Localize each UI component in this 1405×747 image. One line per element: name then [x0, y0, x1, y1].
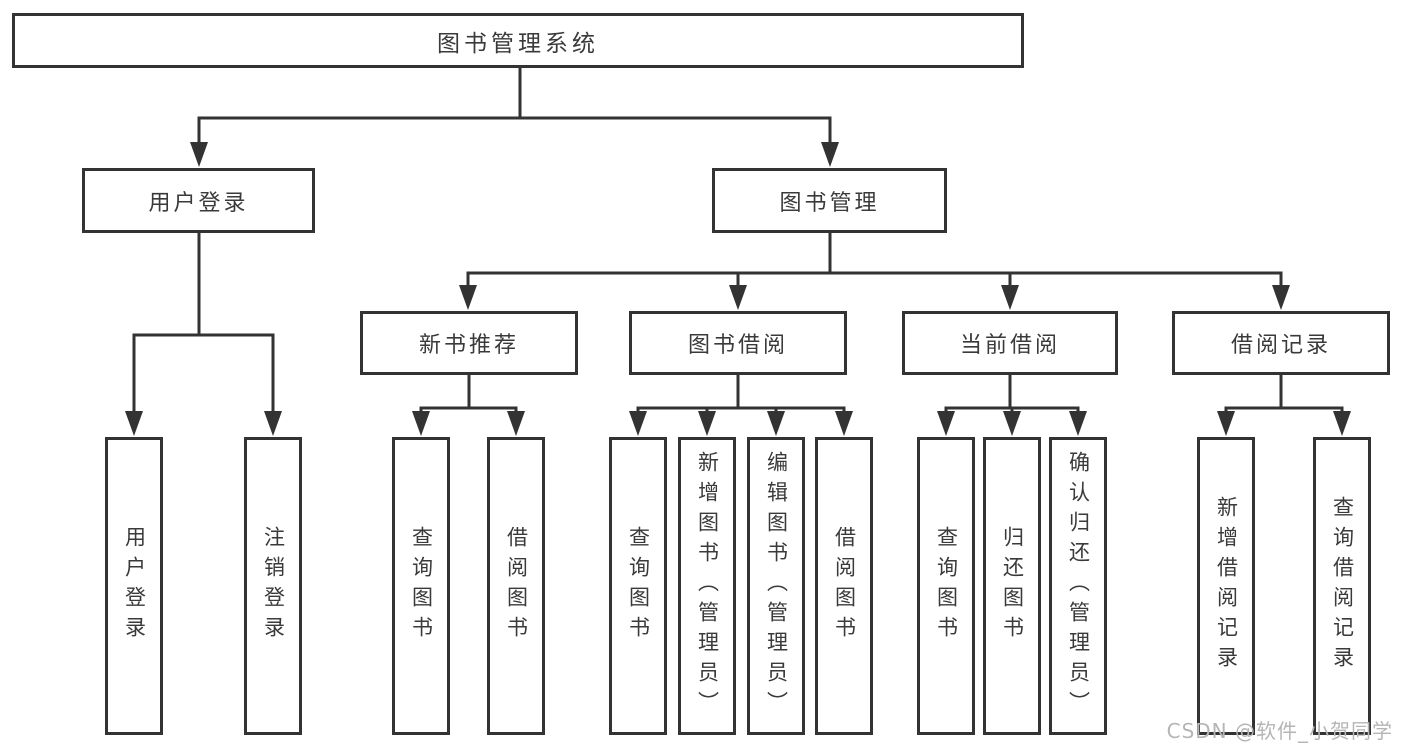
- leaf-label: 查询图书: [626, 526, 651, 646]
- arrowhead: [125, 411, 143, 436]
- connector-borrowrecords-to-leaves: [1224, 373, 1344, 415]
- leaf-label: 查询借阅记录: [1330, 496, 1355, 676]
- leaf-label: 借阅图书: [832, 526, 857, 646]
- arrowhead: [835, 411, 853, 436]
- arrowhead: [1217, 411, 1235, 436]
- arrowhead: [629, 411, 647, 436]
- node-book-borrow: 图书借阅: [629, 311, 847, 375]
- leaf-label: 借阅图书: [504, 526, 529, 646]
- arrowhead: [264, 411, 282, 436]
- leaf-query-books-1: 查询图书: [392, 437, 450, 735]
- leaf-label: 用户登录: [122, 526, 147, 646]
- node-label: 图书借阅: [687, 333, 788, 358]
- node-current-borrow: 当前借阅: [902, 311, 1118, 375]
- connector-currentborrow-to-leaves: [944, 373, 1080, 415]
- arrowhead: [698, 411, 716, 436]
- arrowhead: [1333, 411, 1351, 436]
- arrowhead: [821, 142, 839, 167]
- leaf-label: 新增图书（管理员）: [695, 451, 720, 721]
- node-label: 图书管理系统: [437, 30, 599, 57]
- arrowhead: [412, 411, 430, 436]
- leaf-query-books-2: 查询图书: [609, 437, 667, 735]
- arrowhead: [767, 411, 785, 436]
- arrowhead: [1003, 411, 1021, 436]
- arrowhead: [459, 285, 477, 310]
- leaf-return-books: 归还图书: [983, 437, 1041, 735]
- arrowhead: [1069, 411, 1087, 436]
- leaf-borrow-books-1: 借阅图书: [487, 437, 545, 735]
- node-label: 用户登录: [148, 190, 249, 216]
- node-label: 当前借阅: [959, 333, 1060, 358]
- leaf-label: 新增借阅记录: [1214, 496, 1239, 676]
- arrowhead: [507, 411, 525, 436]
- node-label: 借阅记录: [1230, 333, 1331, 358]
- arrowhead: [1001, 285, 1019, 310]
- leaf-label: 查询图书: [934, 526, 959, 646]
- connector-root-to-level2: [197, 66, 832, 146]
- leaf-add-books-admin: 新增图书（管理员）: [678, 437, 736, 735]
- leaf-logout: 注销登录: [244, 437, 302, 735]
- leaf-borrow-books-2: 借阅图书: [815, 437, 873, 735]
- connector-bookborrow-to-leaves: [636, 373, 846, 415]
- arrowhead: [190, 142, 208, 167]
- csdn-watermark: CSDN @软件_小贺同学: [1166, 719, 1393, 743]
- node-library-system: 图书管理系统: [12, 13, 1024, 68]
- leaf-label: 注销登录: [261, 526, 286, 646]
- leaf-label: 确认归还（管理员）: [1066, 451, 1091, 721]
- connector-userlogin-to-leaves: [132, 231, 275, 415]
- leaf-label: 查询图书: [409, 526, 434, 646]
- leaf-user-login: 用户登录: [105, 437, 163, 735]
- leaf-add-borrow-record: 新增借阅记录: [1197, 437, 1255, 735]
- node-user-login: 用户登录: [82, 168, 315, 233]
- leaf-query-books-3: 查询图书: [917, 437, 975, 735]
- leaf-label: 归还图书: [1000, 526, 1025, 646]
- leaf-query-borrow-record: 查询借阅记录: [1313, 437, 1371, 735]
- node-book-management: 图书管理: [712, 168, 947, 233]
- arrowhead: [1272, 285, 1290, 310]
- leaf-edit-books-admin: 编辑图书（管理员）: [747, 437, 805, 735]
- node-label: 新书推荐: [418, 333, 519, 358]
- node-borrow-records: 借阅记录: [1172, 311, 1390, 375]
- arrowhead: [729, 285, 747, 310]
- connector-bookmgmt-to-level3: [466, 231, 1283, 289]
- arrowheads: [125, 142, 1351, 436]
- leaf-label: 编辑图书（管理员）: [764, 451, 789, 721]
- node-label: 图书管理: [779, 190, 880, 216]
- arrowhead: [937, 411, 955, 436]
- connector-newbooks-to-leaves: [419, 373, 518, 415]
- leaf-confirm-return-admin: 确认归还（管理员）: [1049, 437, 1107, 735]
- node-new-book-recommend: 新书推荐: [360, 311, 578, 375]
